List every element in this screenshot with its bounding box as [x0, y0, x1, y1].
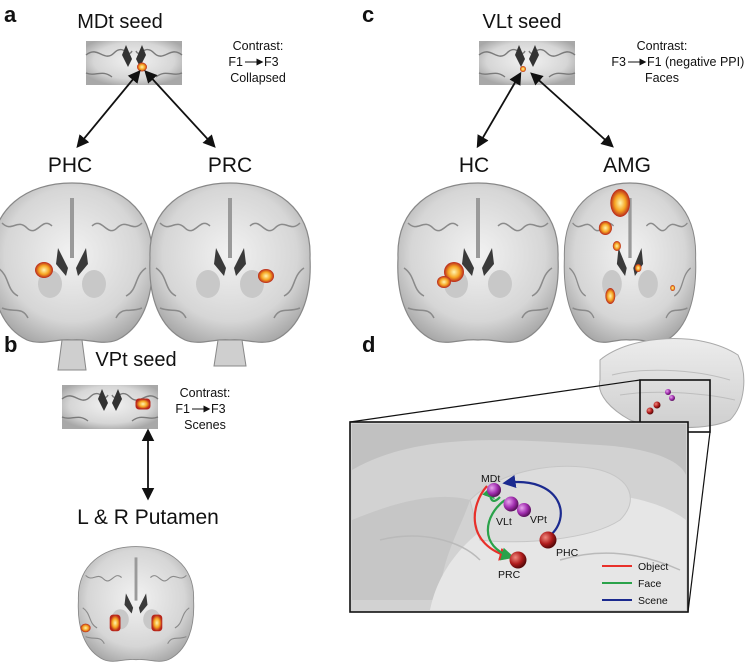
activation-blob — [151, 614, 163, 632]
panel-b-contrast-to: F3 — [211, 402, 226, 416]
panel-c: c VLt seed Contrast: F3 F1 (negative PPI… — [362, 2, 744, 344]
node-vpt — [517, 503, 531, 517]
panel-c-target-amg: AMG — [603, 154, 651, 177]
legend-label-object: Object — [638, 561, 668, 573]
panel-a-arrow-left — [76, 70, 141, 148]
activation-blob — [258, 269, 274, 283]
panel-c-seed-title: VLt seed — [483, 11, 562, 33]
panel-c-brain-hc — [397, 182, 559, 344]
activation-blob — [598, 221, 612, 235]
legend-label-face: Face — [638, 578, 662, 590]
node-prc — [509, 551, 527, 569]
panel-a-target-prc: PRC — [208, 154, 252, 177]
panel-a-contrast-heading: Contrast: — [233, 39, 284, 53]
legend-label-scene: Scene — [638, 595, 668, 607]
panel-c-brain-amg — [563, 182, 697, 344]
panel-b-contrast-from: F1 — [175, 402, 190, 416]
inset-panel — [349, 421, 689, 613]
scene-connection-arrow — [502, 474, 562, 539]
panel-b-seed-title: VPt seed — [95, 349, 176, 371]
panel-b-letter: b — [4, 332, 17, 357]
panel-c-letter: c — [362, 2, 374, 27]
panel-b-brain-putamen — [77, 546, 195, 662]
activation-blob — [670, 285, 676, 291]
node-vlt — [503, 496, 519, 512]
activation-blob — [109, 614, 121, 632]
panel-b-target: L & R Putamen — [77, 506, 219, 529]
panel-b: b VPt seed Contrast: F1 F3 Scenes L & R … — [4, 332, 231, 662]
panel-a-brain-prc — [149, 182, 311, 367]
node-phc — [539, 531, 557, 549]
node-label-prc: PRC — [498, 569, 521, 581]
panel-a-letter: a — [4, 2, 17, 27]
panel-a-target-phc: PHC — [48, 154, 92, 177]
panel-c-contrast-heading: Contrast: — [637, 39, 688, 53]
activation-blob — [610, 189, 630, 217]
panel-c-target-hc: HC — [459, 154, 489, 177]
panel-b-contrast-condition: Scenes — [184, 418, 226, 432]
node-label-phc: PHC — [556, 547, 579, 559]
panel-b-contrast-heading: Contrast: — [180, 386, 231, 400]
activation-blob — [520, 66, 526, 72]
activation-blob — [612, 241, 621, 251]
face-connection-arrow-prc — [486, 499, 515, 561]
legend: Object Face Scene — [602, 561, 668, 607]
activation-blob — [135, 398, 151, 410]
panel-c-arrow-left — [476, 71, 522, 149]
panel-c-seed-image — [478, 40, 576, 86]
activation-blob — [605, 288, 616, 304]
panel-a-seed-title: MDt seed — [77, 11, 163, 33]
zoom-line-bottom — [687, 431, 711, 613]
node-label-vpt: VPt — [530, 514, 547, 526]
panel-a-arrow-right — [144, 70, 216, 148]
panel-a: a MDt seed Contrast: F1 F3 Collapsed PHC… — [0, 2, 311, 371]
activation-blob — [444, 262, 464, 282]
zoom-line-top — [349, 379, 641, 423]
panel-b-seed-image — [61, 384, 159, 430]
activation-blob — [35, 262, 53, 278]
panel-d-letter: d — [362, 332, 375, 357]
panel-c-contrast-from: F3 — [611, 55, 626, 69]
panel-c-contrast-condition: Faces — [645, 71, 679, 85]
node-label-mdt: MDt — [481, 473, 500, 485]
node-label-vlt: VLt — [496, 516, 512, 528]
activation-blob — [437, 276, 451, 288]
glass-brain-overview — [598, 338, 745, 429]
panel-a-contrast-condition: Collapsed — [230, 71, 286, 85]
object-connection-arrow — [473, 485, 513, 561]
panel-a-contrast-from: F1 — [228, 55, 243, 69]
activation-blob — [80, 623, 91, 633]
panel-c-arrow-right — [530, 72, 614, 148]
activation-blob — [137, 62, 147, 72]
panel-a-brain-phc — [0, 182, 153, 371]
panel-d: d — [349, 332, 745, 613]
node-mdt — [487, 483, 501, 497]
panel-c-contrast-to: F1 (negative PPI) — [647, 55, 744, 69]
panel-a-seed-image — [85, 40, 183, 86]
panel-a-contrast-to: F3 — [264, 55, 279, 69]
activation-blob — [634, 264, 642, 272]
